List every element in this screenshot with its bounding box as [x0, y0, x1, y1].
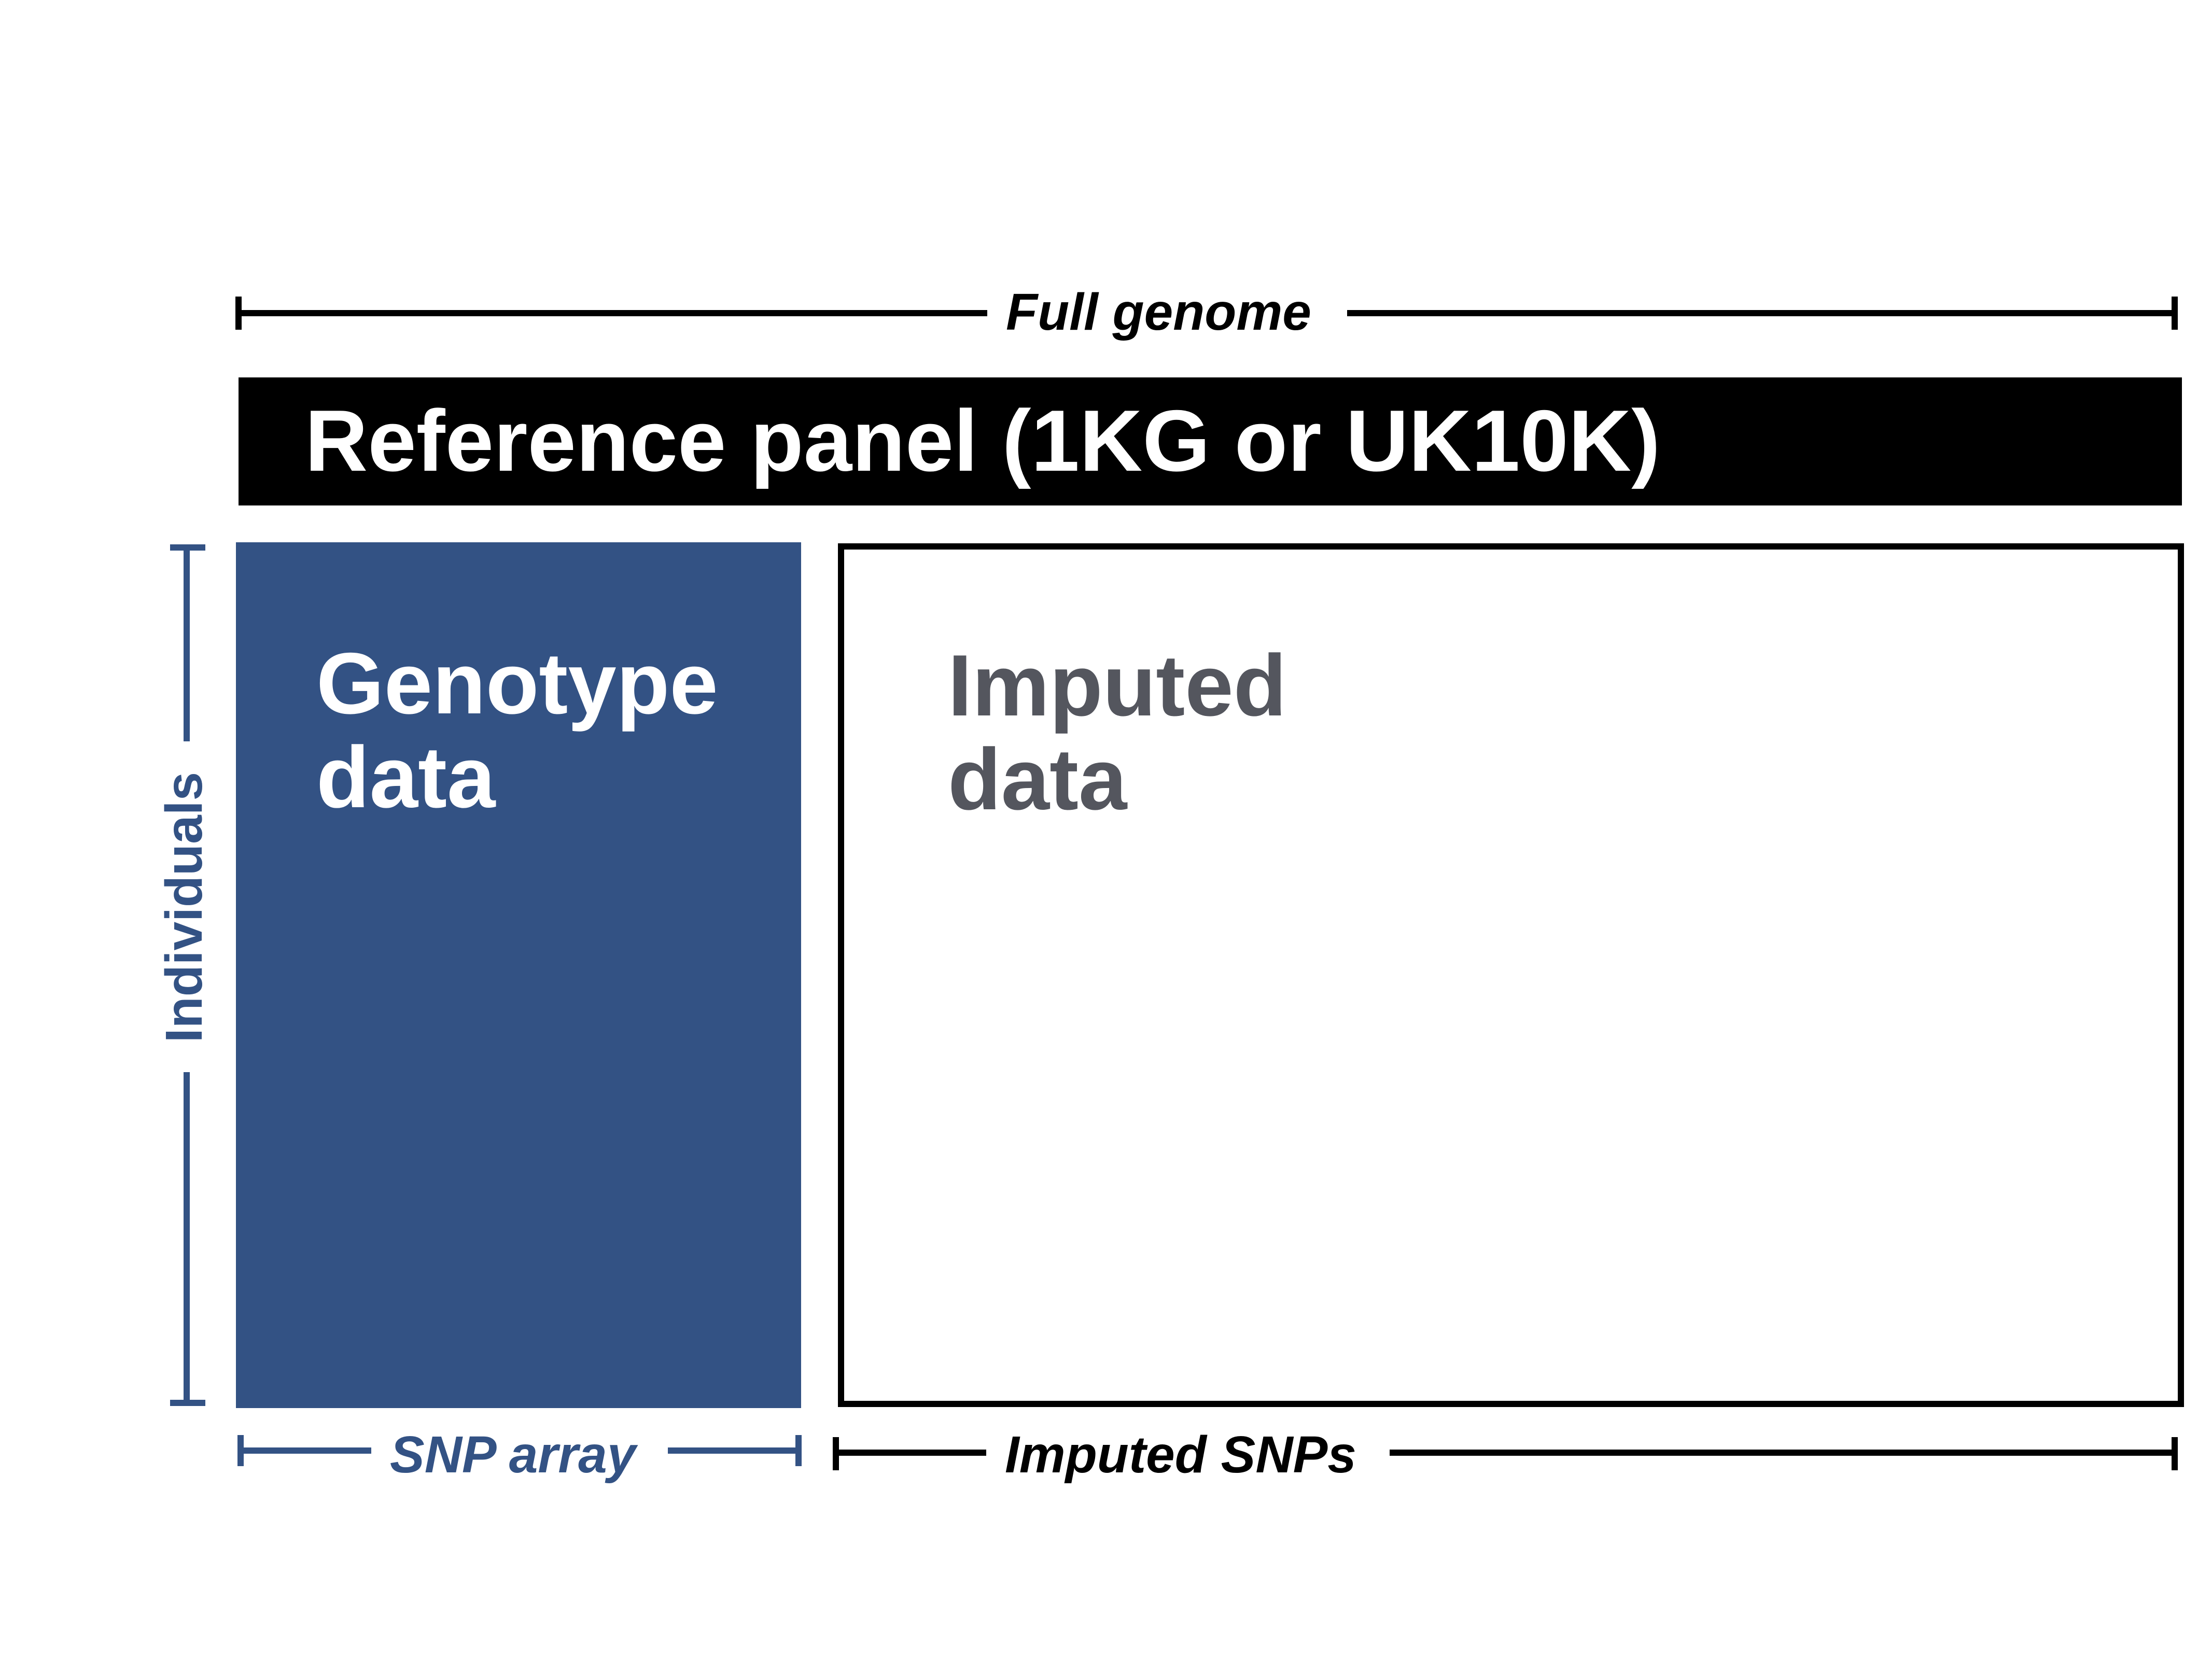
imputed-snps-bracket-right-tick [2172, 1437, 2178, 1470]
individuals-bracket-top-line [184, 544, 190, 741]
reference-panel-label: Reference panel (1KG or UK10K) [305, 392, 1661, 489]
genotype-data-label: Genotype data [316, 635, 718, 826]
snp-array-bracket-left-line [241, 1447, 371, 1454]
full-genome-bracket-right-line [1347, 310, 2175, 316]
full-genome-label: Full genome [1006, 283, 1311, 341]
snp-array-bracket-right-tick [795, 1435, 802, 1466]
imputed-snps-bracket-left-line [836, 1450, 986, 1456]
imputed-data-label: Imputed data [948, 637, 1287, 828]
snp-array-label: SNP array [390, 1426, 636, 1484]
individuals-label: Individuals [155, 771, 213, 1043]
individuals-bracket-bottom-line [184, 1072, 190, 1404]
full-genome-bracket-left-line [239, 310, 987, 316]
snp-array-bracket-right-line [668, 1447, 799, 1454]
imputed-data-block: Imputed data [838, 543, 2184, 1407]
imputed-snps-label: Imputed SNPs [1005, 1426, 1356, 1484]
full-genome-bracket-right-tick [2172, 297, 2178, 330]
individuals-bracket-bottom-tick [170, 1400, 205, 1406]
genotype-data-block: Genotype data [236, 542, 801, 1408]
imputed-snps-bracket-right-line [1390, 1450, 2175, 1456]
reference-panel-bar: Reference panel (1KG or UK10K) [239, 377, 2182, 505]
